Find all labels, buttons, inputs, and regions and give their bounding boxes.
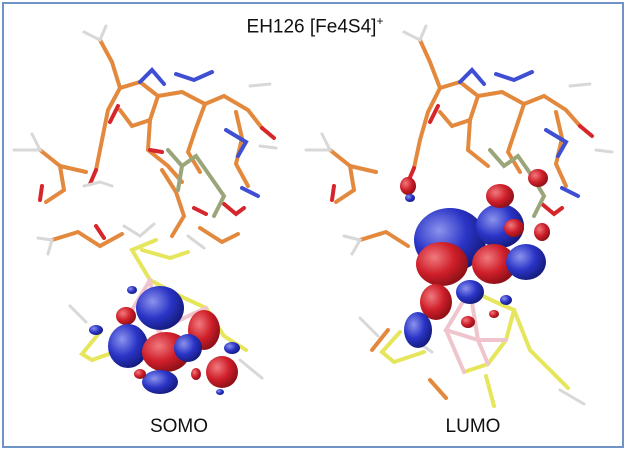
lumo-structure xyxy=(304,24,614,408)
somo-orbital-lobes xyxy=(89,286,240,395)
title-text: EH126 [Fe4S4] xyxy=(246,16,377,38)
somo-label: SOMO xyxy=(149,416,209,437)
somo-structure xyxy=(12,24,278,380)
lumo-label: LUMO xyxy=(445,416,501,437)
figure-title: EH126 [Fe4S4]+ xyxy=(0,14,630,38)
title-charge: + xyxy=(376,14,384,28)
lumo-orbital-lobes xyxy=(400,169,550,348)
